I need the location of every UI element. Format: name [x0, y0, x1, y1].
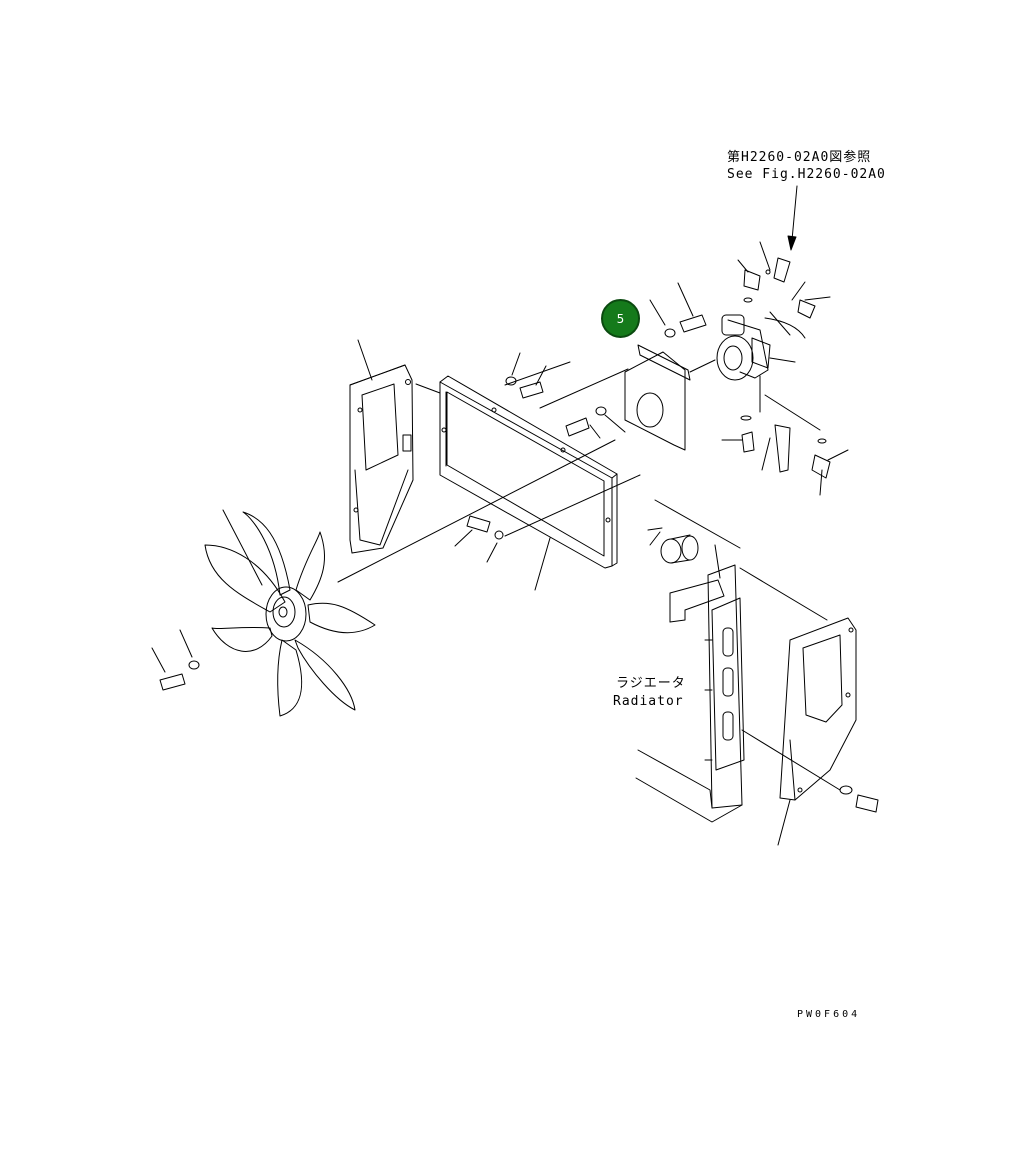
motor-assembly	[690, 315, 805, 380]
callout-badge-5[interactable]: 5	[601, 299, 640, 338]
radiator-label-japanese: ラジエータ	[616, 676, 686, 691]
motor-bracket	[625, 345, 690, 450]
left-shroud-panel	[350, 340, 413, 553]
bolts-lower	[152, 516, 878, 812]
assembly-lines	[338, 312, 840, 845]
center-frame	[416, 376, 617, 568]
radiator-core	[636, 750, 742, 822]
reference-label-japanese: 第H2260-02A0図参照	[727, 150, 872, 165]
reference-arrow	[788, 186, 797, 250]
fan-assembly	[205, 510, 375, 716]
radiator-label-english: Radiator	[613, 694, 684, 709]
fittings-group	[722, 242, 848, 495]
right-shroud-panel	[780, 618, 856, 800]
callout-number: 5	[616, 311, 625, 326]
drawing-number: PW0F604	[797, 1009, 861, 1020]
cylinder-part	[648, 528, 698, 563]
reference-label-english: See Fig.H2260-02A0	[727, 167, 886, 182]
